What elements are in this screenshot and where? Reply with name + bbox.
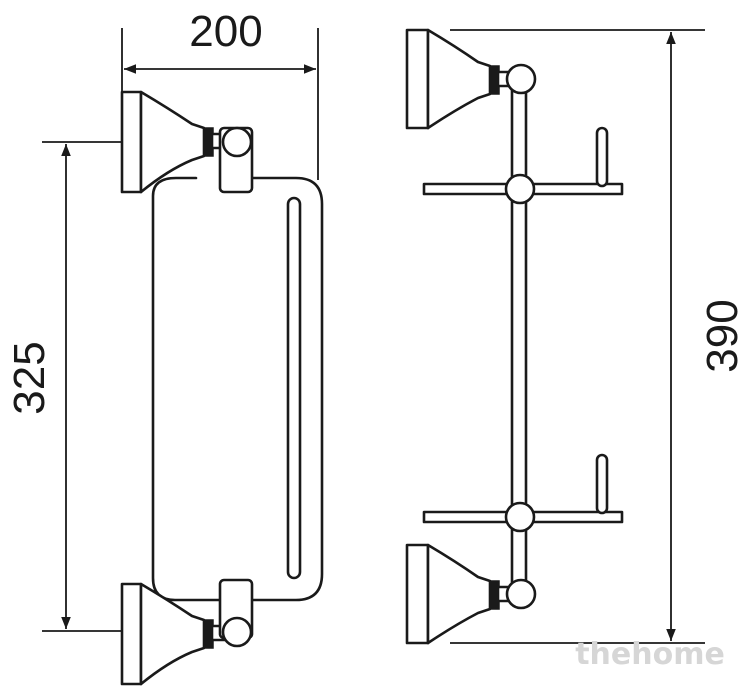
side-bottom-mount — [405, 543, 537, 645]
upper-peg — [595, 126, 609, 188]
side-bottom-flange — [426, 543, 492, 645]
lower-crossbar-ball — [504, 501, 536, 533]
width-dimension-label: 200 — [189, 7, 262, 56]
side-top-wall-plate — [405, 28, 430, 130]
watermark: thehome — [575, 637, 725, 672]
front-view: 200 325 — [5, 7, 324, 686]
top-ball — [221, 126, 253, 158]
rail-frame — [151, 176, 324, 602]
side-view: 390 — [405, 28, 746, 645]
side-top-ball — [505, 63, 537, 95]
side-top-flange — [426, 28, 492, 130]
upper-crossbar-ball — [504, 173, 536, 205]
side-bottom-wall-plate — [405, 543, 430, 645]
side-top-mount — [405, 28, 537, 130]
bottom-wall-plate — [120, 582, 143, 686]
side-bottom-ball — [505, 578, 537, 610]
left-height-dimension-label: 325 — [5, 341, 54, 414]
rail-inner-slot — [286, 196, 302, 580]
bottom-wall-mount — [120, 578, 254, 686]
top-wall-mount — [120, 90, 254, 194]
bottom-ball — [221, 616, 253, 648]
lower-peg — [595, 453, 609, 515]
right-height-dimension-label: 390 — [698, 299, 746, 372]
top-wall-plate — [120, 90, 143, 194]
